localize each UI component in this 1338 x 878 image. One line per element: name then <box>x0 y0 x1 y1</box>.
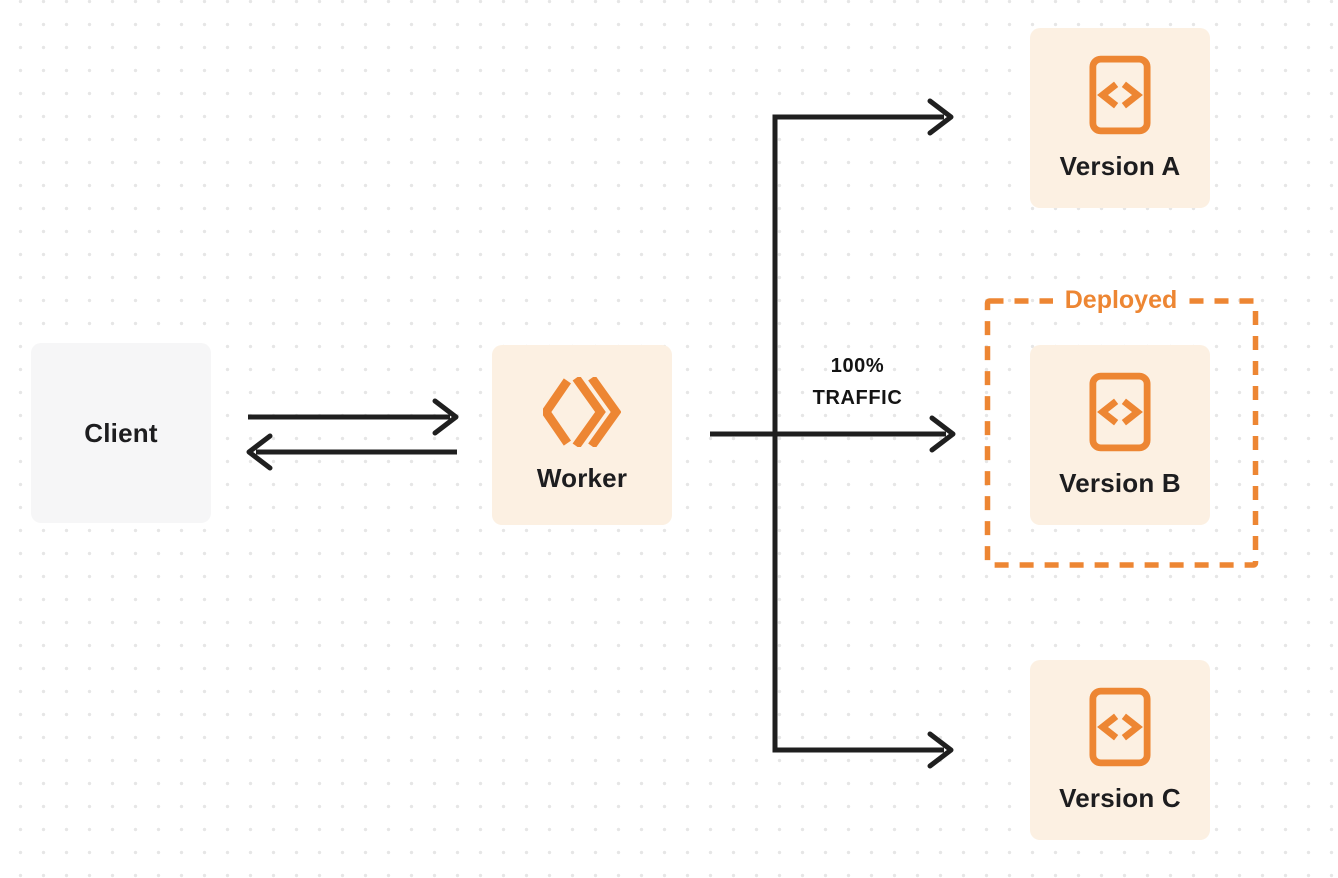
version-c-node: Version C <box>1030 660 1210 840</box>
code-file-icon <box>1089 55 1151 135</box>
version-c-node-label: Version C <box>1059 782 1181 813</box>
client-node-label: Client <box>84 417 158 448</box>
code-file-icon <box>1089 687 1151 767</box>
worker-node: Worker <box>492 345 672 525</box>
response-arrow <box>246 433 457 471</box>
workers-logo-icon <box>543 376 621 447</box>
request-arrow <box>248 398 459 436</box>
version-b-node: Version B <box>1030 345 1210 525</box>
version-a-node: Version A <box>1030 28 1210 208</box>
version-b-node-label: Version B <box>1059 467 1181 498</box>
traffic-arrow <box>710 415 956 453</box>
traffic-annotation: 100% TRAFFIC <box>795 350 920 414</box>
traffic-percent-label: 100% <box>830 355 885 377</box>
client-node: Client <box>31 343 211 523</box>
deployed-group-label: Deployed <box>1052 286 1190 315</box>
code-file-icon <box>1089 372 1151 452</box>
branch-connector <box>772 98 954 769</box>
traffic-word-label: TRAFFIC <box>812 387 903 409</box>
worker-node-label: Worker <box>536 462 628 493</box>
deployed-group: Deployed <box>987 286 1255 315</box>
version-a-node-label: Version A <box>1059 150 1181 181</box>
